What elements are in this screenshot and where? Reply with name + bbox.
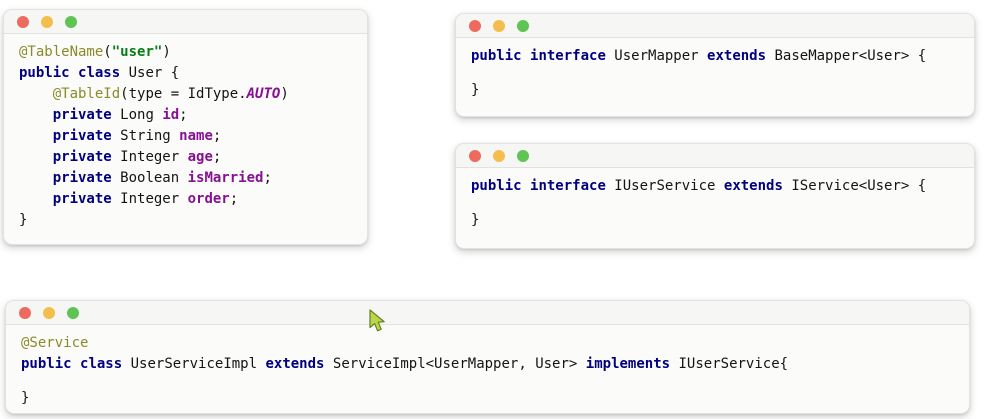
maximize-button-icon[interactable] bbox=[65, 15, 77, 28]
minimize-button-icon[interactable] bbox=[41, 15, 53, 28]
minimize-button-icon[interactable] bbox=[493, 149, 505, 162]
code-area-user-service-interface: public interface IUserService extends IS… bbox=[456, 168, 974, 239]
code-line: private Boolean isMarried; bbox=[52, 170, 272, 186]
window-titlebar bbox=[456, 144, 974, 168]
code-line: public class UserServiceImpl extends Ser… bbox=[21, 356, 789, 372]
close-button-icon[interactable] bbox=[19, 306, 31, 319]
code-line: } bbox=[471, 82, 480, 98]
code-line: public interface UserMapper extends Base… bbox=[471, 48, 927, 64]
close-button-icon[interactable] bbox=[17, 15, 29, 28]
code-line: @Service bbox=[21, 335, 89, 351]
code-line: } bbox=[19, 212, 28, 228]
code-line: private Integer order; bbox=[52, 191, 239, 207]
window-titlebar bbox=[4, 10, 367, 34]
code-line: @TableId(type = IdType.AUTO) bbox=[52, 86, 289, 102]
window-titlebar bbox=[6, 301, 969, 325]
close-button-icon[interactable] bbox=[469, 19, 481, 32]
minimize-button-icon[interactable] bbox=[493, 19, 505, 32]
code-line: @TableName("user") bbox=[19, 44, 171, 60]
code-line: private Long id; bbox=[52, 107, 188, 123]
code-area-user-entity: @TableName("user") public class User { @T… bbox=[4, 34, 367, 239]
code-window-user-entity: @TableName("user") public class User { @T… bbox=[3, 9, 368, 245]
code-line: } bbox=[471, 212, 480, 228]
minimize-button-icon[interactable] bbox=[43, 306, 55, 319]
window-titlebar bbox=[456, 14, 974, 38]
code-line bbox=[471, 67, 964, 80]
code-line bbox=[21, 375, 959, 388]
code-line: private Integer age; bbox=[52, 149, 222, 165]
maximize-button-icon[interactable] bbox=[517, 19, 529, 32]
code-window-user-mapper: public interface UserMapper extends Base… bbox=[455, 13, 975, 117]
maximize-button-icon[interactable] bbox=[517, 149, 529, 162]
code-window-user-service-interface: public interface IUserService extends IS… bbox=[455, 143, 975, 249]
code-line: public interface IUserService extends IS… bbox=[471, 178, 927, 194]
code-line: private String name; bbox=[52, 128, 222, 144]
code-window-user-service-impl: @Service public class UserServiceImpl ext… bbox=[5, 300, 970, 414]
code-line: public class User { bbox=[19, 65, 180, 81]
code-line bbox=[471, 197, 964, 210]
close-button-icon[interactable] bbox=[469, 149, 481, 162]
code-area-user-service-impl: @Service public class UserServiceImpl ext… bbox=[6, 325, 969, 413]
code-line: } bbox=[21, 390, 30, 406]
maximize-button-icon[interactable] bbox=[67, 306, 79, 319]
code-area-user-mapper: public interface UserMapper extends Base… bbox=[456, 38, 974, 109]
